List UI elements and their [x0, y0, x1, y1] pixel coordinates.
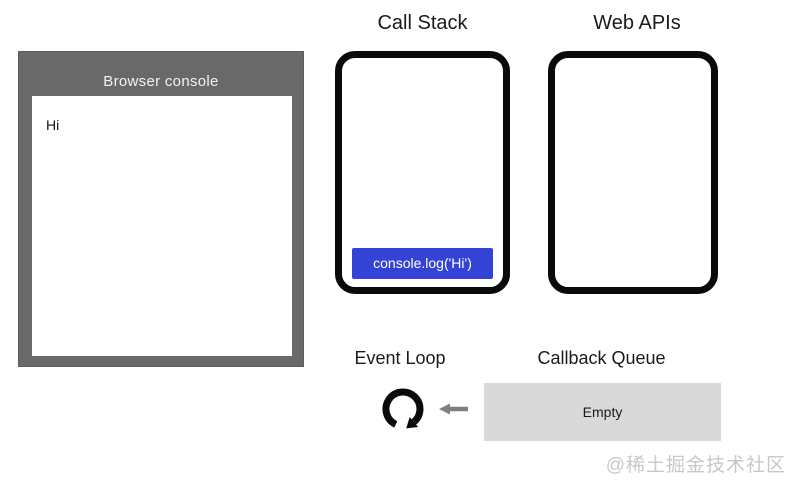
web-apis-box: [548, 51, 718, 294]
stack-frame-console-log: console.log('Hi'): [352, 248, 493, 279]
event-loop-title: Event Loop: [354, 348, 446, 368]
call-stack-title: Call Stack: [377, 12, 468, 34]
event-loop-icon: [382, 388, 424, 429]
call-stack-box: console.log('Hi'): [335, 51, 510, 294]
watermark: @稀土掘金技术社区: [605, 455, 786, 476]
callback-queue-status: Empty: [582, 404, 623, 420]
browser-console-title: Browser console: [103, 73, 219, 90]
callback-queue-box: Empty: [484, 383, 721, 441]
console-log-line: Hi: [46, 117, 60, 133]
web-apis-title: Web APIs: [593, 12, 681, 34]
callback-queue-title: Callback Queue: [537, 348, 666, 368]
left-arrow-icon: [439, 403, 468, 415]
browser-console-window: Browser console Hi: [18, 51, 304, 367]
browser-console-output: Hi: [32, 96, 292, 356]
